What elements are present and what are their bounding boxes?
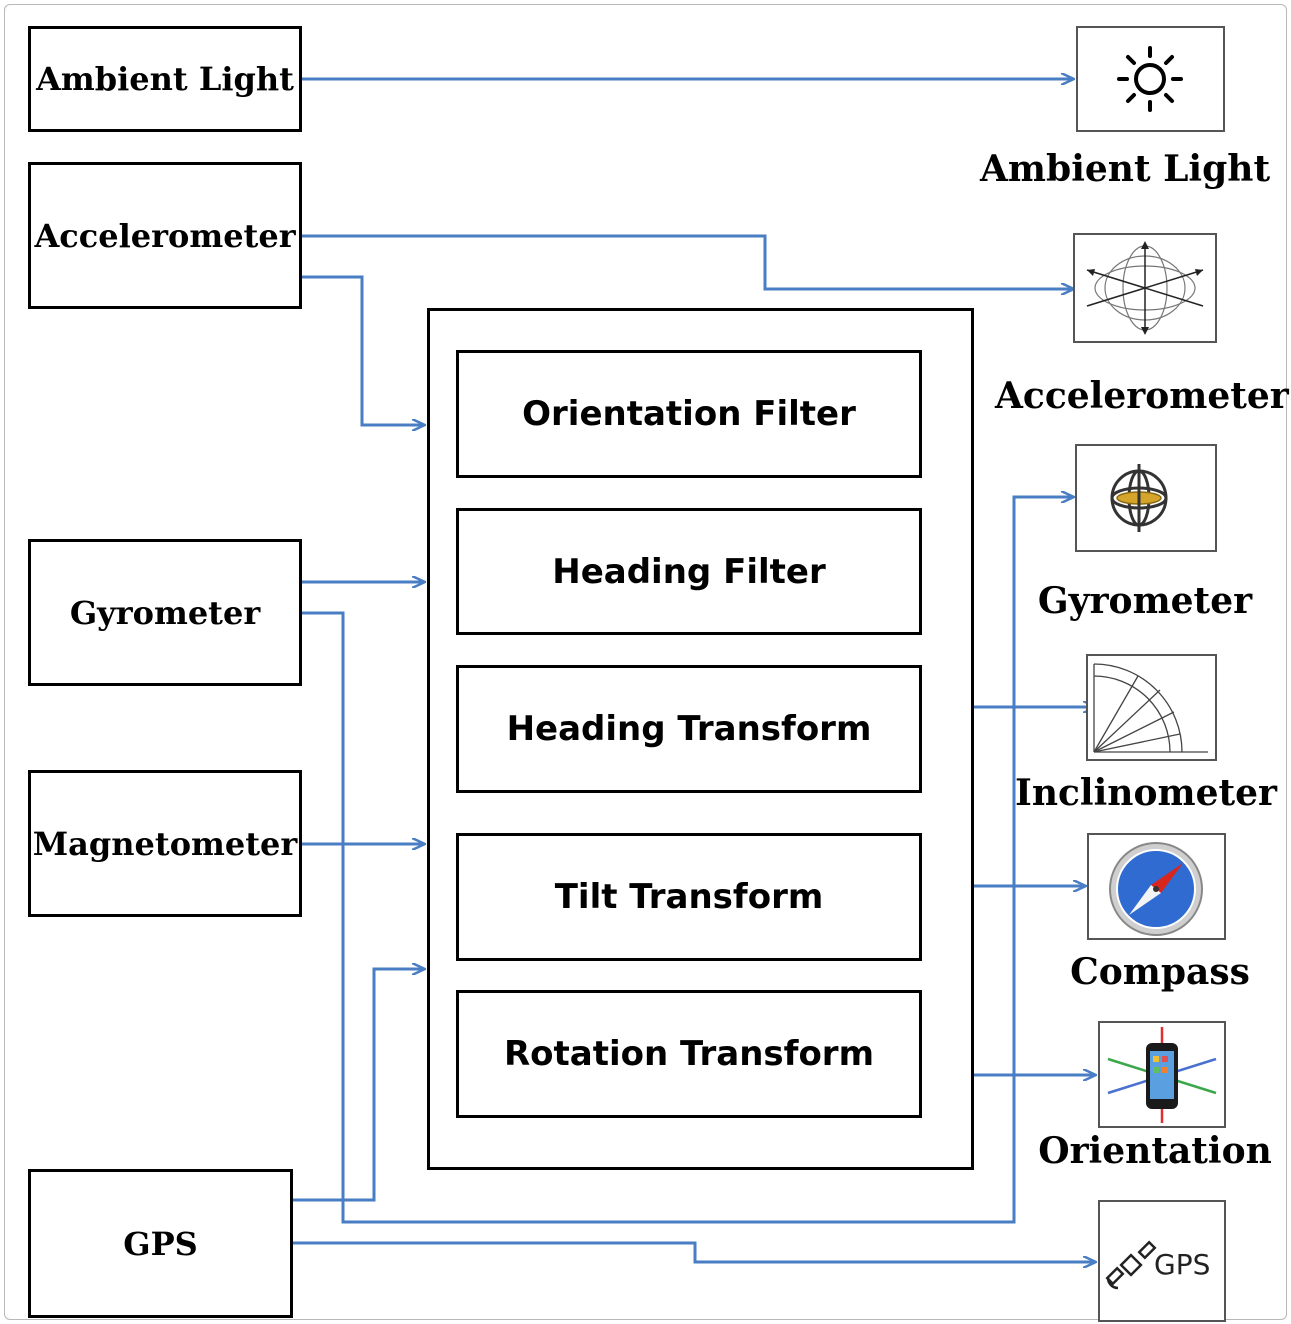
sensor-accelerometer-label: Accelerometer xyxy=(34,216,296,255)
sensor-ambient-light: Ambient Light xyxy=(28,26,302,132)
heading-filter-box: Heading Filter xyxy=(456,508,922,635)
orientation-icon xyxy=(1098,1021,1226,1128)
gps-icon: GPS xyxy=(1098,1200,1226,1322)
arrow-gyrometer-output xyxy=(301,497,1073,1224)
orientation-filter-box: Orientation Filter xyxy=(456,350,922,478)
arrow-gps-fusion xyxy=(291,969,424,1202)
sensor-gps-label: GPS xyxy=(123,1224,198,1263)
sensor-magnetometer-label: Magnetometer xyxy=(32,824,298,863)
orientation-filter-label: Orientation Filter xyxy=(522,394,856,434)
output-orientation-label: Orientation xyxy=(1038,1130,1272,1172)
arrow-gps-output xyxy=(291,1241,1095,1262)
ambient-light-icon xyxy=(1076,26,1225,132)
compass-icon xyxy=(1087,833,1226,940)
arrow-accelerometer-fusion xyxy=(301,275,424,425)
sensor-gyrometer-label: Gyrometer xyxy=(69,593,261,632)
sensor-gyrometer: Gyrometer xyxy=(28,539,302,686)
gyrometer-icon xyxy=(1075,444,1217,552)
output-gyrometer-label: Gyrometer xyxy=(1037,580,1253,622)
output-compass-label: Compass xyxy=(1070,951,1250,993)
figure-frame xyxy=(4,4,1287,1320)
sensor-accelerometer: Accelerometer xyxy=(28,162,302,309)
satellite-icon xyxy=(1105,1240,1157,1290)
heading-transform-box: Heading Transform xyxy=(456,665,922,793)
rotation-transform-box: Rotation Transform xyxy=(456,990,922,1118)
inclinometer-icon xyxy=(1086,654,1217,761)
heading-filter-label: Heading Filter xyxy=(552,551,826,592)
tilt-transform-label: Tilt Transform xyxy=(554,877,824,917)
arrow-accelerometer-output xyxy=(301,234,1073,289)
tilt-transform-box: Tilt Transform xyxy=(456,833,922,961)
output-inclinometer-label: Inclinometer xyxy=(1015,772,1277,814)
sensor-gps: GPS xyxy=(28,1169,293,1318)
heading-transform-label: Heading Transform xyxy=(506,709,872,749)
rotation-transform-label: Rotation Transform xyxy=(504,1034,874,1074)
sensor-magnetometer: Magnetometer xyxy=(28,770,302,917)
accelerometer-icon xyxy=(1073,233,1217,343)
output-ambient-light-label: Ambient Light xyxy=(980,148,1271,190)
gps-icon-text: GPS xyxy=(1154,1248,1211,1281)
sensor-ambient-light-label: Ambient Light xyxy=(36,60,294,98)
output-accelerometer-label: Accelerometer xyxy=(995,375,1289,417)
